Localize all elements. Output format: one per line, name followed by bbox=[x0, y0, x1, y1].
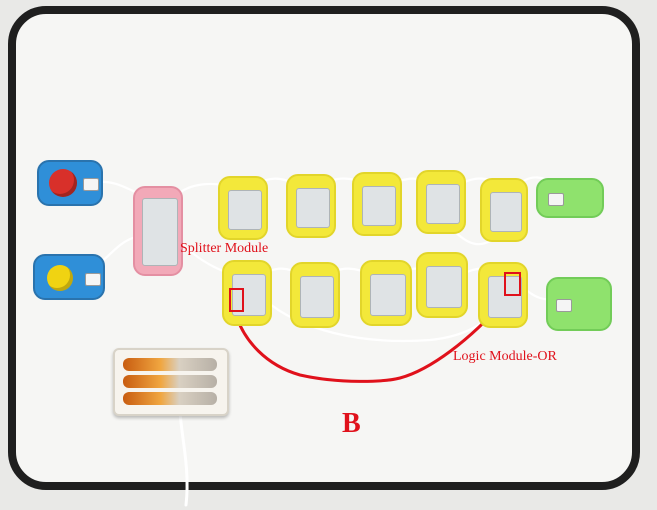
connector bbox=[85, 273, 101, 286]
logic-module bbox=[416, 252, 468, 318]
logic-module bbox=[360, 260, 412, 326]
logic-module bbox=[218, 176, 268, 240]
logic-module bbox=[416, 170, 466, 234]
logic-module bbox=[480, 178, 528, 242]
yellow-button-module bbox=[33, 254, 105, 300]
red-connection-line bbox=[235, 299, 507, 383]
connector bbox=[548, 193, 564, 206]
output-module-bottom bbox=[546, 277, 612, 331]
figure-letter: B bbox=[342, 408, 361, 439]
connector bbox=[83, 178, 99, 191]
yellow-button bbox=[47, 265, 73, 291]
highlight-box-input bbox=[229, 288, 244, 312]
battery-cell bbox=[123, 375, 217, 388]
splitter-module bbox=[133, 186, 183, 276]
battery-cell bbox=[123, 358, 217, 371]
splitter-module-label: Splitter Module bbox=[180, 241, 269, 256]
red-button-module bbox=[37, 160, 103, 206]
connector bbox=[556, 299, 572, 312]
logic-module bbox=[286, 174, 336, 238]
red-button bbox=[49, 169, 77, 197]
logic-module-or-label: Logic Module-OR bbox=[453, 349, 557, 364]
battery-pack bbox=[113, 348, 229, 416]
battery-cell bbox=[123, 392, 217, 405]
highlight-box-or-module bbox=[504, 272, 521, 296]
output-module-top bbox=[536, 178, 604, 218]
logic-module bbox=[290, 262, 340, 328]
logic-module bbox=[352, 172, 402, 236]
splitter-board bbox=[142, 198, 178, 266]
